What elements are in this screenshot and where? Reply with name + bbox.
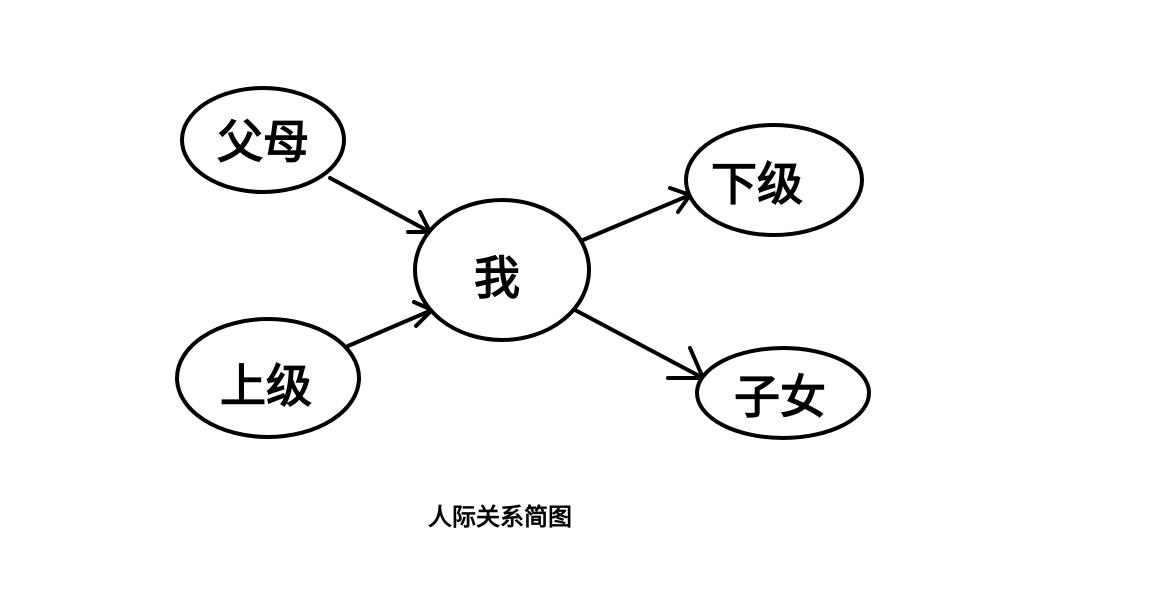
edge-superior-to-me: [346, 300, 436, 348]
node-superior: 上级: [175, 317, 361, 439]
edge-parents-to-me: [328, 176, 434, 234]
node-subordinate-label: 下级: [711, 157, 803, 211]
node-parents: 父母: [180, 86, 346, 194]
diagram-caption: 人际关系简图: [428, 503, 572, 531]
edge-me-to-subordinate: [581, 186, 694, 242]
node-children-label: 子女: [734, 370, 826, 424]
node-me: 我: [413, 198, 591, 342]
node-me-label: 我: [474, 251, 520, 305]
edge-me-to-children: [573, 308, 707, 380]
node-superior-label: 上级: [220, 359, 312, 413]
node-subordinate: 下级: [684, 123, 864, 237]
node-children: 子女: [695, 346, 871, 440]
node-parents-label: 父母: [217, 115, 309, 169]
